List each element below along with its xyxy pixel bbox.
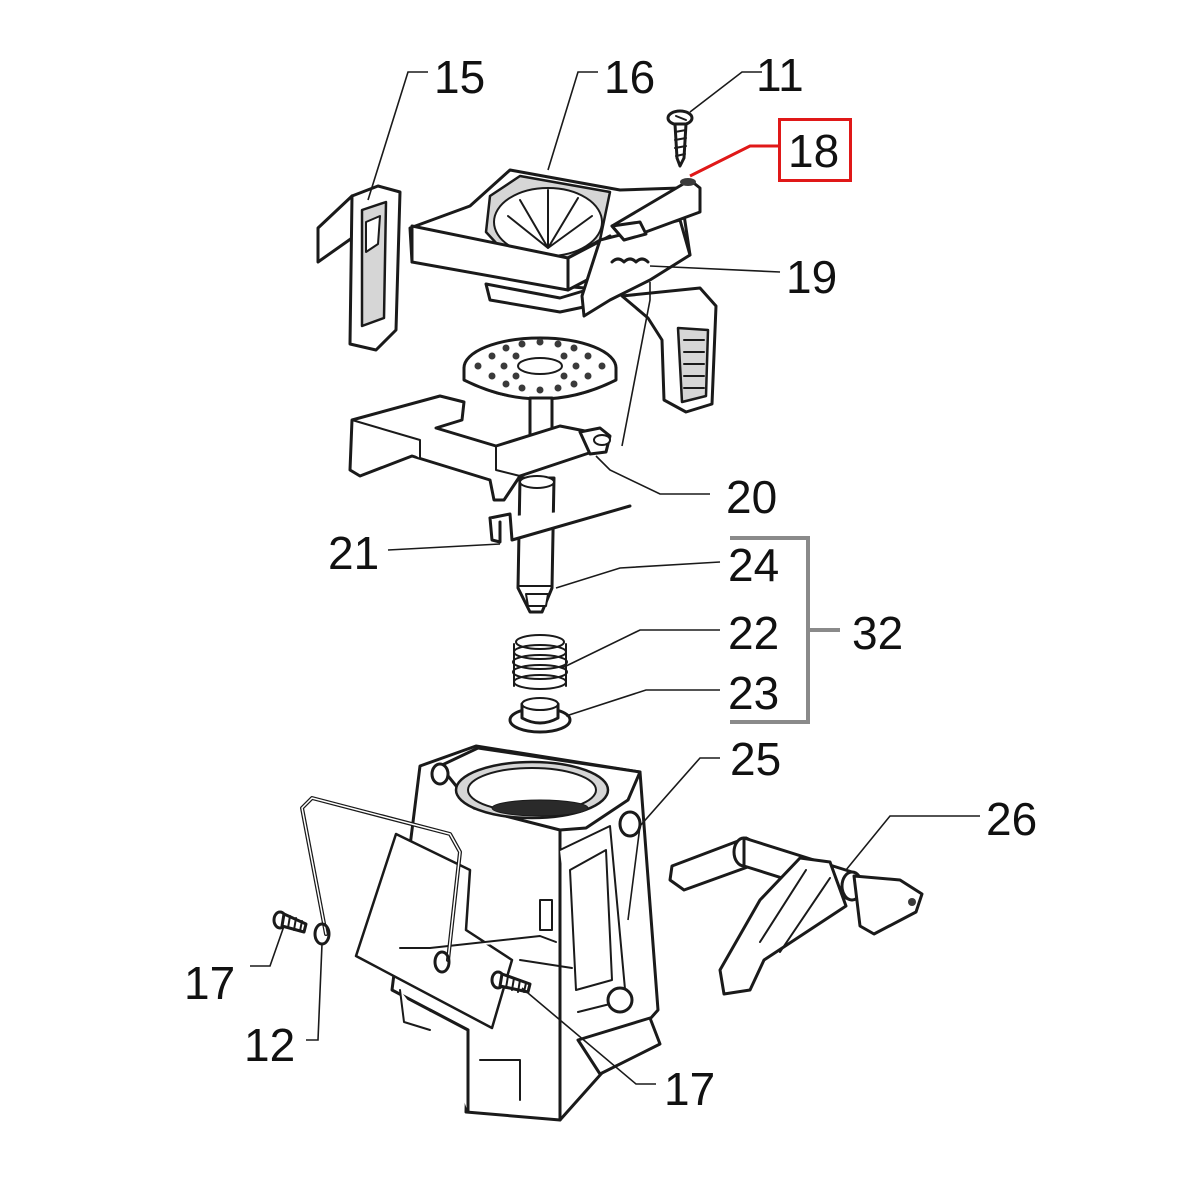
callout-18: 18 xyxy=(788,125,840,177)
callout-26: 26 xyxy=(986,793,1038,845)
highlight-box-18 xyxy=(778,118,852,182)
callout-17-bottom: 17 xyxy=(664,1063,716,1115)
callout-32: 32 xyxy=(852,607,904,659)
part-16-upper-hopper xyxy=(408,168,718,414)
leader-lines xyxy=(250,71,980,1085)
part-20-lever-frame xyxy=(348,394,612,502)
callout-15: 15 xyxy=(434,51,486,103)
part-perforated-disc xyxy=(462,336,618,442)
highlight-leader-18 xyxy=(689,144,780,178)
part-23-cap-washer xyxy=(508,697,572,734)
callout-24: 24 xyxy=(728,539,780,591)
callout-16: 16 xyxy=(604,51,656,103)
part-17-screw-right xyxy=(490,970,532,994)
callout-21: 21 xyxy=(328,527,380,579)
part-26-lever xyxy=(668,836,924,996)
part-17-screw-left xyxy=(272,910,308,934)
part-11-screw xyxy=(666,109,694,168)
part-22-spring xyxy=(512,634,568,690)
part-25-lower-body xyxy=(390,744,662,1122)
callout-20: 20 xyxy=(726,471,778,523)
part-12-wire-bail xyxy=(300,796,462,974)
callout-17-left: 17 xyxy=(184,957,236,1009)
callout-25: 25 xyxy=(730,733,782,785)
part-front-flap xyxy=(354,832,573,1030)
callout-22: 22 xyxy=(728,607,780,659)
part-24-shaft xyxy=(516,475,556,614)
callout-23: 23 xyxy=(728,667,780,719)
part-21-clip xyxy=(488,504,632,544)
part-15-slide-plate xyxy=(316,184,402,352)
callout-11: 11 xyxy=(756,49,804,101)
callout-19: 19 xyxy=(786,251,838,303)
callout-12: 12 xyxy=(244,1019,296,1071)
